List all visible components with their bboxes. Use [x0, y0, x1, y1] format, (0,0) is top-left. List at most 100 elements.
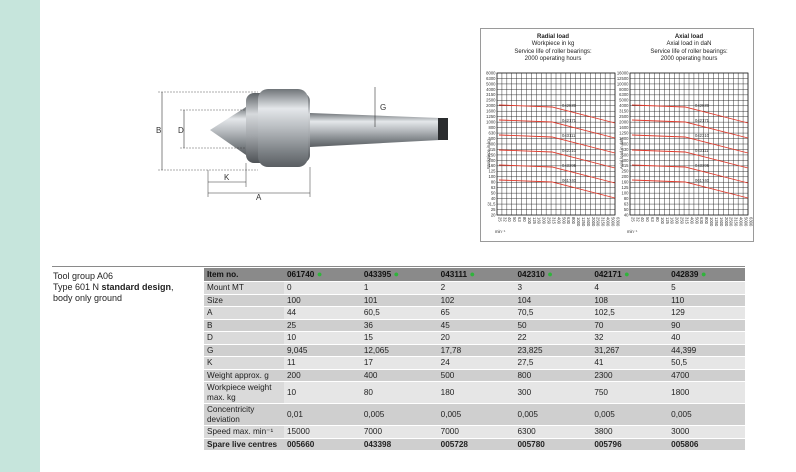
radial-chart-subtitle1: Workpiece in kg — [532, 41, 575, 47]
axial-y-tick: 16000 — [617, 70, 629, 75]
axial-chart-title: Axial load — [675, 34, 704, 40]
radial-x-tick: 125 — [532, 217, 537, 225]
axial-y-tick: 1250 — [619, 130, 629, 135]
radial-y-tick: 31,5 — [487, 201, 496, 206]
spec-cell: 005780 — [514, 438, 592, 451]
spec-cell: 80 — [360, 381, 438, 404]
dim-label-k: K — [224, 173, 230, 182]
radial-y-tick: 8000 — [486, 70, 496, 75]
radial-x-tick: 1600 — [586, 217, 591, 227]
radial-chart-grid: 8000630050004000315025002000160012501000… — [486, 70, 620, 227]
axial-curve — [631, 104, 749, 124]
radial-x-tick: 500 — [561, 217, 566, 225]
radial-curve-label: 043395 — [562, 163, 577, 168]
load-charts-svg: Radial load Workpiece in kg Service life… — [486, 34, 753, 234]
radial-y-tick: 315 — [489, 147, 497, 152]
radial-curve-label: 042839 — [562, 103, 577, 108]
radial-y-tick: 4000 — [486, 87, 496, 92]
axial-y-tick: 500 — [622, 152, 630, 157]
spec-cell: 108 — [591, 294, 669, 307]
spec-cell: 043398 — [360, 438, 438, 451]
spec-row-label: B — [204, 319, 284, 332]
axial-y-tick: 200 — [622, 174, 630, 179]
radial-x-tick: 630 — [566, 217, 571, 225]
spec-cell: 31,267 — [591, 344, 669, 357]
spec-cell: 6300 — [514, 425, 592, 439]
axial-curve — [631, 149, 749, 169]
axial-y-tick: 12500 — [617, 76, 629, 81]
spec-cell: 180 — [437, 381, 515, 404]
axial-x-tick: 50 — [645, 217, 650, 222]
spec-cell: 9,045 — [284, 344, 361, 357]
item-number-043111: 043111 ● — [437, 268, 515, 282]
axial-x-tick: 200 — [675, 217, 680, 225]
spec-cell: 17 — [360, 356, 438, 370]
spec-cell: 1 — [360, 281, 438, 295]
radial-curve-label: 061740 — [562, 178, 577, 183]
spec-cell: 15 — [360, 331, 438, 345]
axial-x-tick: 40 — [640, 217, 645, 222]
spec-cell: 65 — [437, 306, 515, 320]
spec-cell: 101 — [360, 294, 438, 307]
axial-y-tick: 630 — [622, 147, 630, 152]
spec-cell: 4700 — [668, 369, 745, 382]
spec-cell: 4 — [591, 281, 669, 295]
dim-label-d: D — [178, 126, 184, 135]
axial-curve-label: 061740 — [695, 178, 710, 183]
radial-y-axis-label: Workpiece in kg — [486, 139, 491, 169]
spec-cell: 0 — [284, 281, 361, 295]
spec-cell: 102,5 — [591, 306, 669, 320]
radial-x-tick: 25 — [497, 217, 502, 222]
spec-row-label: Speed max. min⁻¹ — [204, 425, 284, 439]
spec-cell: 15000 — [284, 425, 361, 439]
axial-y-tick: 6300 — [619, 92, 629, 97]
radial-x-tick: 4000 — [606, 217, 611, 227]
spec-cell: 0,005 — [360, 403, 438, 426]
axial-x-tick: 80 — [655, 217, 660, 222]
axial-x-tick: 800 — [704, 217, 709, 225]
radial-x-tick: 200 — [542, 217, 547, 225]
spec-cell: 200 — [284, 369, 361, 382]
status-dot: ● — [467, 268, 476, 279]
axial-y-tick: 10000 — [617, 81, 629, 86]
radial-x-tick: 50 — [512, 217, 517, 222]
radial-x-tick: 1250 — [581, 217, 586, 227]
radial-y-tick: 800 — [489, 125, 497, 130]
axial-x-tick: 160 — [670, 217, 675, 225]
axial-y-tick: 2000 — [619, 120, 629, 125]
spec-row-label: D — [204, 331, 284, 345]
spec-cell: 005728 — [437, 438, 515, 451]
axial-y-tick: 80 — [624, 196, 629, 201]
spec-header-row: Item no. 061740 ●043395 ●043111 ●042310 … — [204, 268, 745, 282]
radial-y-tick: 500 — [489, 136, 497, 141]
item-number-061740: 061740 ● — [284, 268, 361, 282]
finish-line: body only ground — [53, 293, 123, 303]
axial-x-tick: 100 — [660, 217, 665, 225]
axial-x-tick: 1600 — [719, 217, 724, 227]
spec-cell: 100 — [284, 294, 361, 307]
axial-x-tick: 2500 — [729, 217, 734, 227]
spec-cell: 40 — [668, 331, 745, 345]
radial-curve — [498, 164, 616, 184]
radial-x-tick: 80 — [522, 217, 527, 222]
radial-x-tick: 5000 — [610, 217, 615, 227]
radial-x-tick: 3150 — [601, 217, 606, 227]
radial-curve — [498, 149, 616, 169]
spec-cell: 800 — [514, 369, 592, 382]
design-name: standard design — [101, 282, 172, 292]
spec-cell: 1800 — [668, 381, 745, 404]
radial-curve — [498, 179, 616, 199]
axial-x-tick: 2000 — [724, 217, 729, 227]
spec-cell: 25 — [284, 319, 361, 332]
radial-chart-subtitle3: 2000 operating hours — [525, 56, 582, 62]
radial-chart-title: Radial load — [537, 34, 569, 40]
axial-y-tick: 2500 — [619, 114, 629, 119]
spec-cell: 0,01 — [284, 403, 361, 426]
radial-y-tick: 250 — [489, 152, 497, 157]
spec-cell: 2300 — [591, 369, 669, 382]
spec-cell: 41 — [591, 356, 669, 370]
